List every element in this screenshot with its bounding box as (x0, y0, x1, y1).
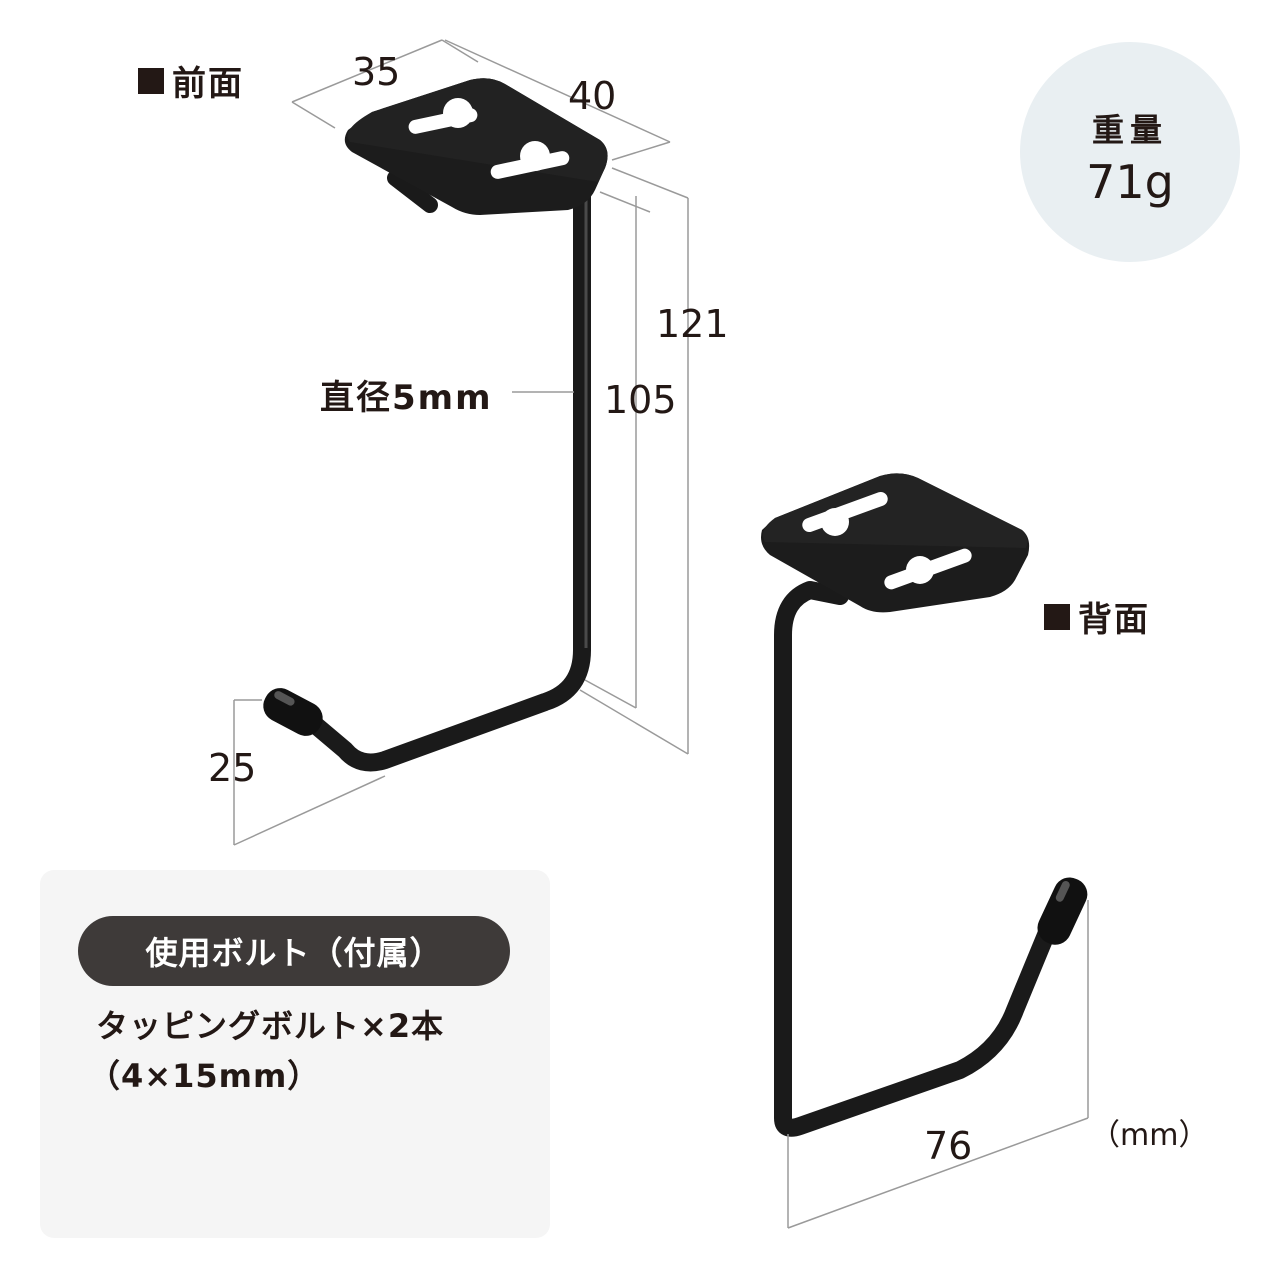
weight-label: 重量 (1091, 111, 1168, 149)
bolt-description-line2: （4×15mm） (88, 1057, 321, 1095)
weight-badge: 重量 71g (1020, 42, 1240, 262)
dimension-plate-depth: 40 (568, 74, 617, 118)
square-bullet-icon (138, 67, 164, 94)
back-dimension-lines (787, 900, 1089, 1229)
dimension-rod-diameter: 直径5mm (320, 378, 493, 418)
unit-label: （mm） (1090, 1118, 1209, 1153)
square-bullet-icon (1044, 603, 1070, 630)
bolt-title-pill: 使用ボルト（付属） (78, 916, 510, 986)
dimension-total-height: 121 (656, 302, 729, 346)
front-hook (263, 78, 608, 772)
weight-value: 71g (1086, 155, 1174, 209)
front-dimension-lines (233, 39, 689, 846)
bolt-description-line1: タッピングボルト×2本 (96, 1007, 445, 1045)
dimension-plate-width: 35 (352, 50, 401, 94)
front-view-label: 前面 (138, 56, 244, 105)
back-view-label: 背面 (1044, 592, 1150, 641)
dimension-hook-depth: 25 (208, 746, 257, 790)
back-hook (761, 473, 1088, 1137)
dimension-rod-height: 105 (604, 378, 677, 422)
dimension-back-width: 76 (924, 1124, 973, 1168)
